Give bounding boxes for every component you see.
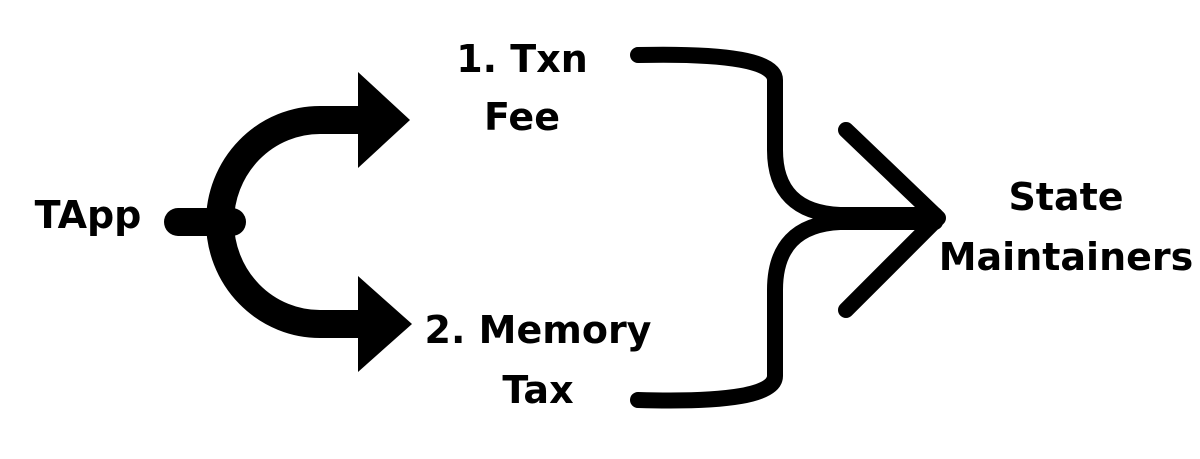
arrowhead-bottom — [358, 276, 412, 372]
merge-chevron-head — [838, 122, 946, 318]
branch-1-label-line2: Fee — [484, 95, 560, 139]
branch-2-label-line1: 2. Memory — [425, 308, 652, 352]
arrowhead-top — [358, 72, 410, 168]
merge-bottom-bracket — [630, 214, 943, 409]
merge-arrow — [630, 46, 946, 409]
split-arrows — [164, 72, 412, 372]
branch-2-label-line2: Tax — [502, 368, 573, 412]
merge-top-bracket — [630, 46, 943, 223]
branch-1-label-line1: 1. Txn — [456, 37, 588, 81]
source-label: TApp — [35, 193, 142, 237]
split-arc — [206, 106, 362, 338]
target-label-line2: Maintainers — [939, 235, 1194, 279]
target-label-line1: State — [1008, 175, 1123, 219]
